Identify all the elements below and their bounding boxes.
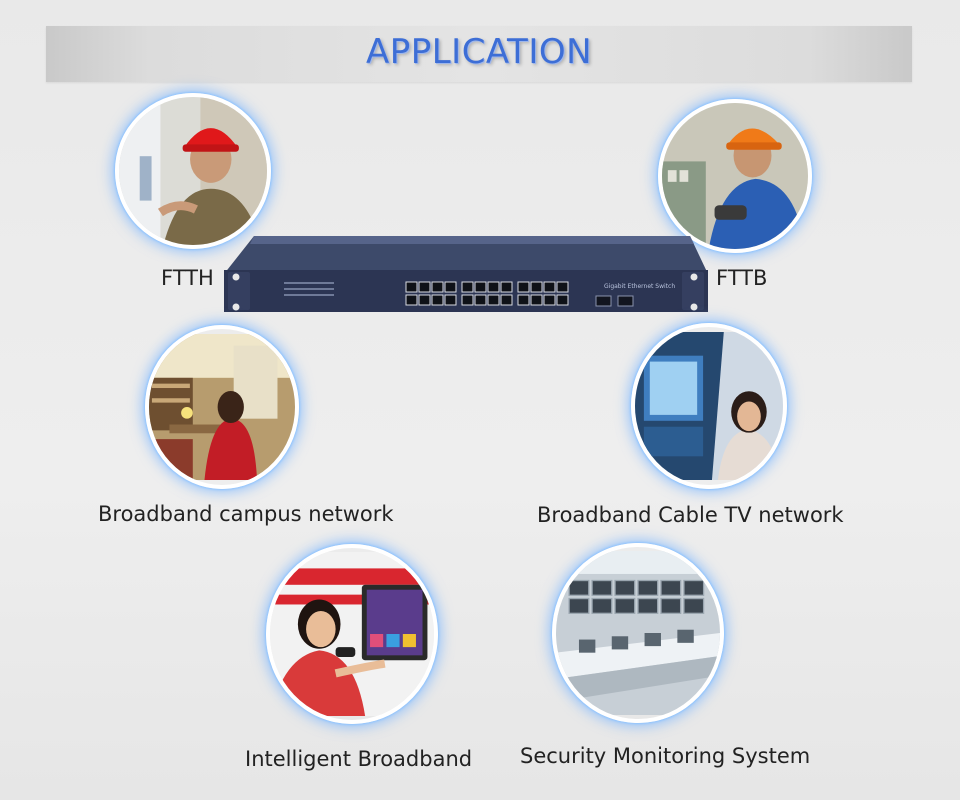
- rj45-port: [405, 294, 418, 306]
- intelligent-photo: [266, 544, 438, 724]
- fttb-photo: [658, 99, 812, 253]
- rj45-port: [543, 281, 556, 293]
- rj45-port: [487, 294, 500, 306]
- control-room-icon: [556, 551, 720, 715]
- rj45-port: [556, 281, 569, 293]
- header-banner: APPLICATION: [46, 26, 912, 82]
- cabletv-photo: [631, 323, 787, 489]
- rj45-port: [500, 294, 513, 306]
- security-photo: [552, 543, 724, 723]
- rj45-port: [530, 294, 543, 306]
- ftth-photo: [115, 93, 271, 249]
- rj45-port: [543, 294, 556, 306]
- rj45-port: [517, 281, 530, 293]
- campus-photo: [145, 325, 299, 489]
- page-title: APPLICATION: [365, 32, 593, 72]
- rj45-port: [405, 281, 418, 293]
- label-ftth: FTTH: [161, 266, 214, 290]
- technician-orange-helmet-icon: [662, 103, 808, 249]
- rj45-port: [444, 294, 457, 306]
- rj45-port: [418, 281, 431, 293]
- rj45-port: [418, 294, 431, 306]
- rj45-port: [461, 294, 474, 306]
- label-security: Security Monitoring System: [520, 744, 811, 768]
- rj45-port: [431, 294, 444, 306]
- rj45-port: [517, 294, 530, 306]
- rj45-port: [487, 281, 500, 293]
- switch-panel-text: Gigabit Ethernet Switch: [604, 283, 675, 290]
- ethernet-switch-image: Gigabit Ethernet Switch: [224, 230, 708, 316]
- rj45-port: [461, 281, 474, 293]
- rj45-port: [556, 294, 569, 306]
- rj45-port: [500, 281, 513, 293]
- rj45-port: [474, 294, 487, 306]
- smart-tv-woman-icon: [270, 552, 434, 716]
- label-intelligent: Intelligent Broadband: [245, 747, 473, 771]
- rj45-port: [431, 281, 444, 293]
- technician-red-helmet-icon: [119, 97, 267, 245]
- rj45-port: [530, 281, 543, 293]
- label-fttb: FTTB: [716, 266, 768, 290]
- rj45-port: [444, 281, 457, 293]
- ethernet-switch-icon: Gigabit Ethernet Switch: [224, 236, 708, 312]
- label-cabletv: Broadband Cable TV network: [537, 503, 844, 527]
- student-desk-icon: [149, 334, 295, 480]
- label-campus: Broadband campus network: [98, 502, 394, 526]
- tv-viewer-icon: [635, 332, 783, 480]
- rj45-port: [474, 281, 487, 293]
